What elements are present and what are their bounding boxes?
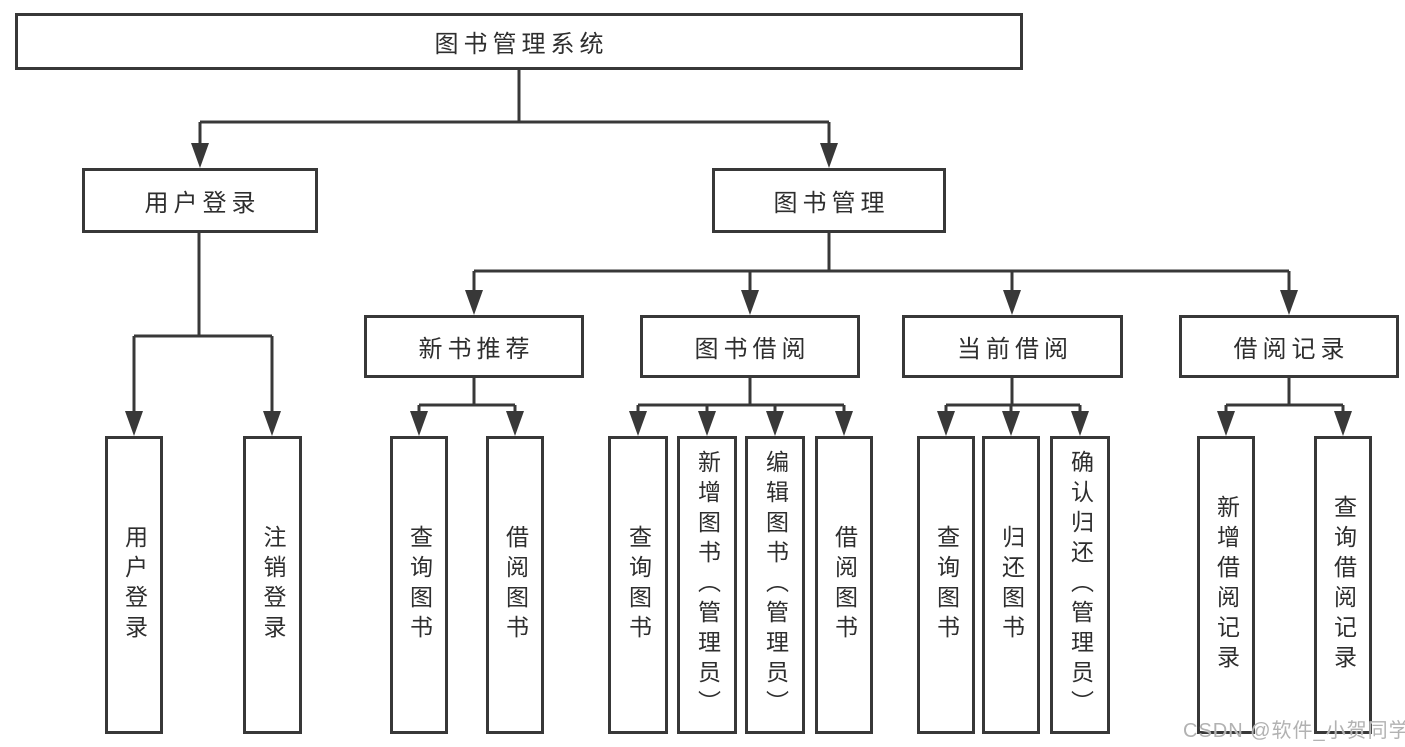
leaf-query-books-current: 查询图书 — [917, 436, 975, 734]
wire-root-to-level2 — [198, 70, 831, 146]
leaf-borrow-books-recommend: 借阅图书 — [486, 436, 544, 734]
node-new-book-recommend: 新书推荐 — [364, 315, 584, 378]
leaf-user-login: 用户登录 — [105, 436, 163, 734]
wire-currentborrow-to-leaves — [944, 378, 1082, 413]
leaf-query-borrow-record: 查询借阅记录 — [1314, 436, 1372, 734]
wire-borrowrecords-to-leaves — [1224, 378, 1345, 413]
leaf-return-books: 归还图书 — [982, 436, 1040, 734]
leaf-logout: 注销登录 — [243, 436, 302, 734]
leaf-query-books-borrow: 查询图书 — [608, 436, 668, 734]
leaf-edit-book-admin: 编辑图书（管理员） — [745, 436, 805, 734]
leaf-query-books-recommend: 查询图书 — [390, 436, 448, 734]
leaf-confirm-return-admin: 确认归还（管理员） — [1050, 436, 1110, 734]
node-book-management: 图书管理 — [712, 168, 946, 233]
csdn-watermark: CSDN @软件_小贺同学 — [1183, 720, 1405, 742]
wire-bookborrow-to-leaves — [636, 378, 846, 413]
node-current-borrow: 当前借阅 — [902, 315, 1123, 378]
node-root: 图书管理系统 — [15, 13, 1023, 70]
arrowheads — [125, 143, 1352, 436]
leaf-add-borrow-record: 新增借阅记录 — [1197, 436, 1255, 734]
wire-userlogin-to-leaves — [132, 233, 274, 413]
node-book-borrow: 图书借阅 — [640, 315, 860, 378]
node-borrow-records: 借阅记录 — [1179, 315, 1399, 378]
wire-bookmgmt-to-level3 — [472, 233, 1291, 293]
wire-newbook-to-leaves — [417, 378, 517, 413]
node-user-login: 用户登录 — [82, 168, 318, 233]
leaf-borrow-books: 借阅图书 — [815, 436, 873, 734]
leaf-add-book-admin: 新增图书（管理员） — [677, 436, 737, 734]
